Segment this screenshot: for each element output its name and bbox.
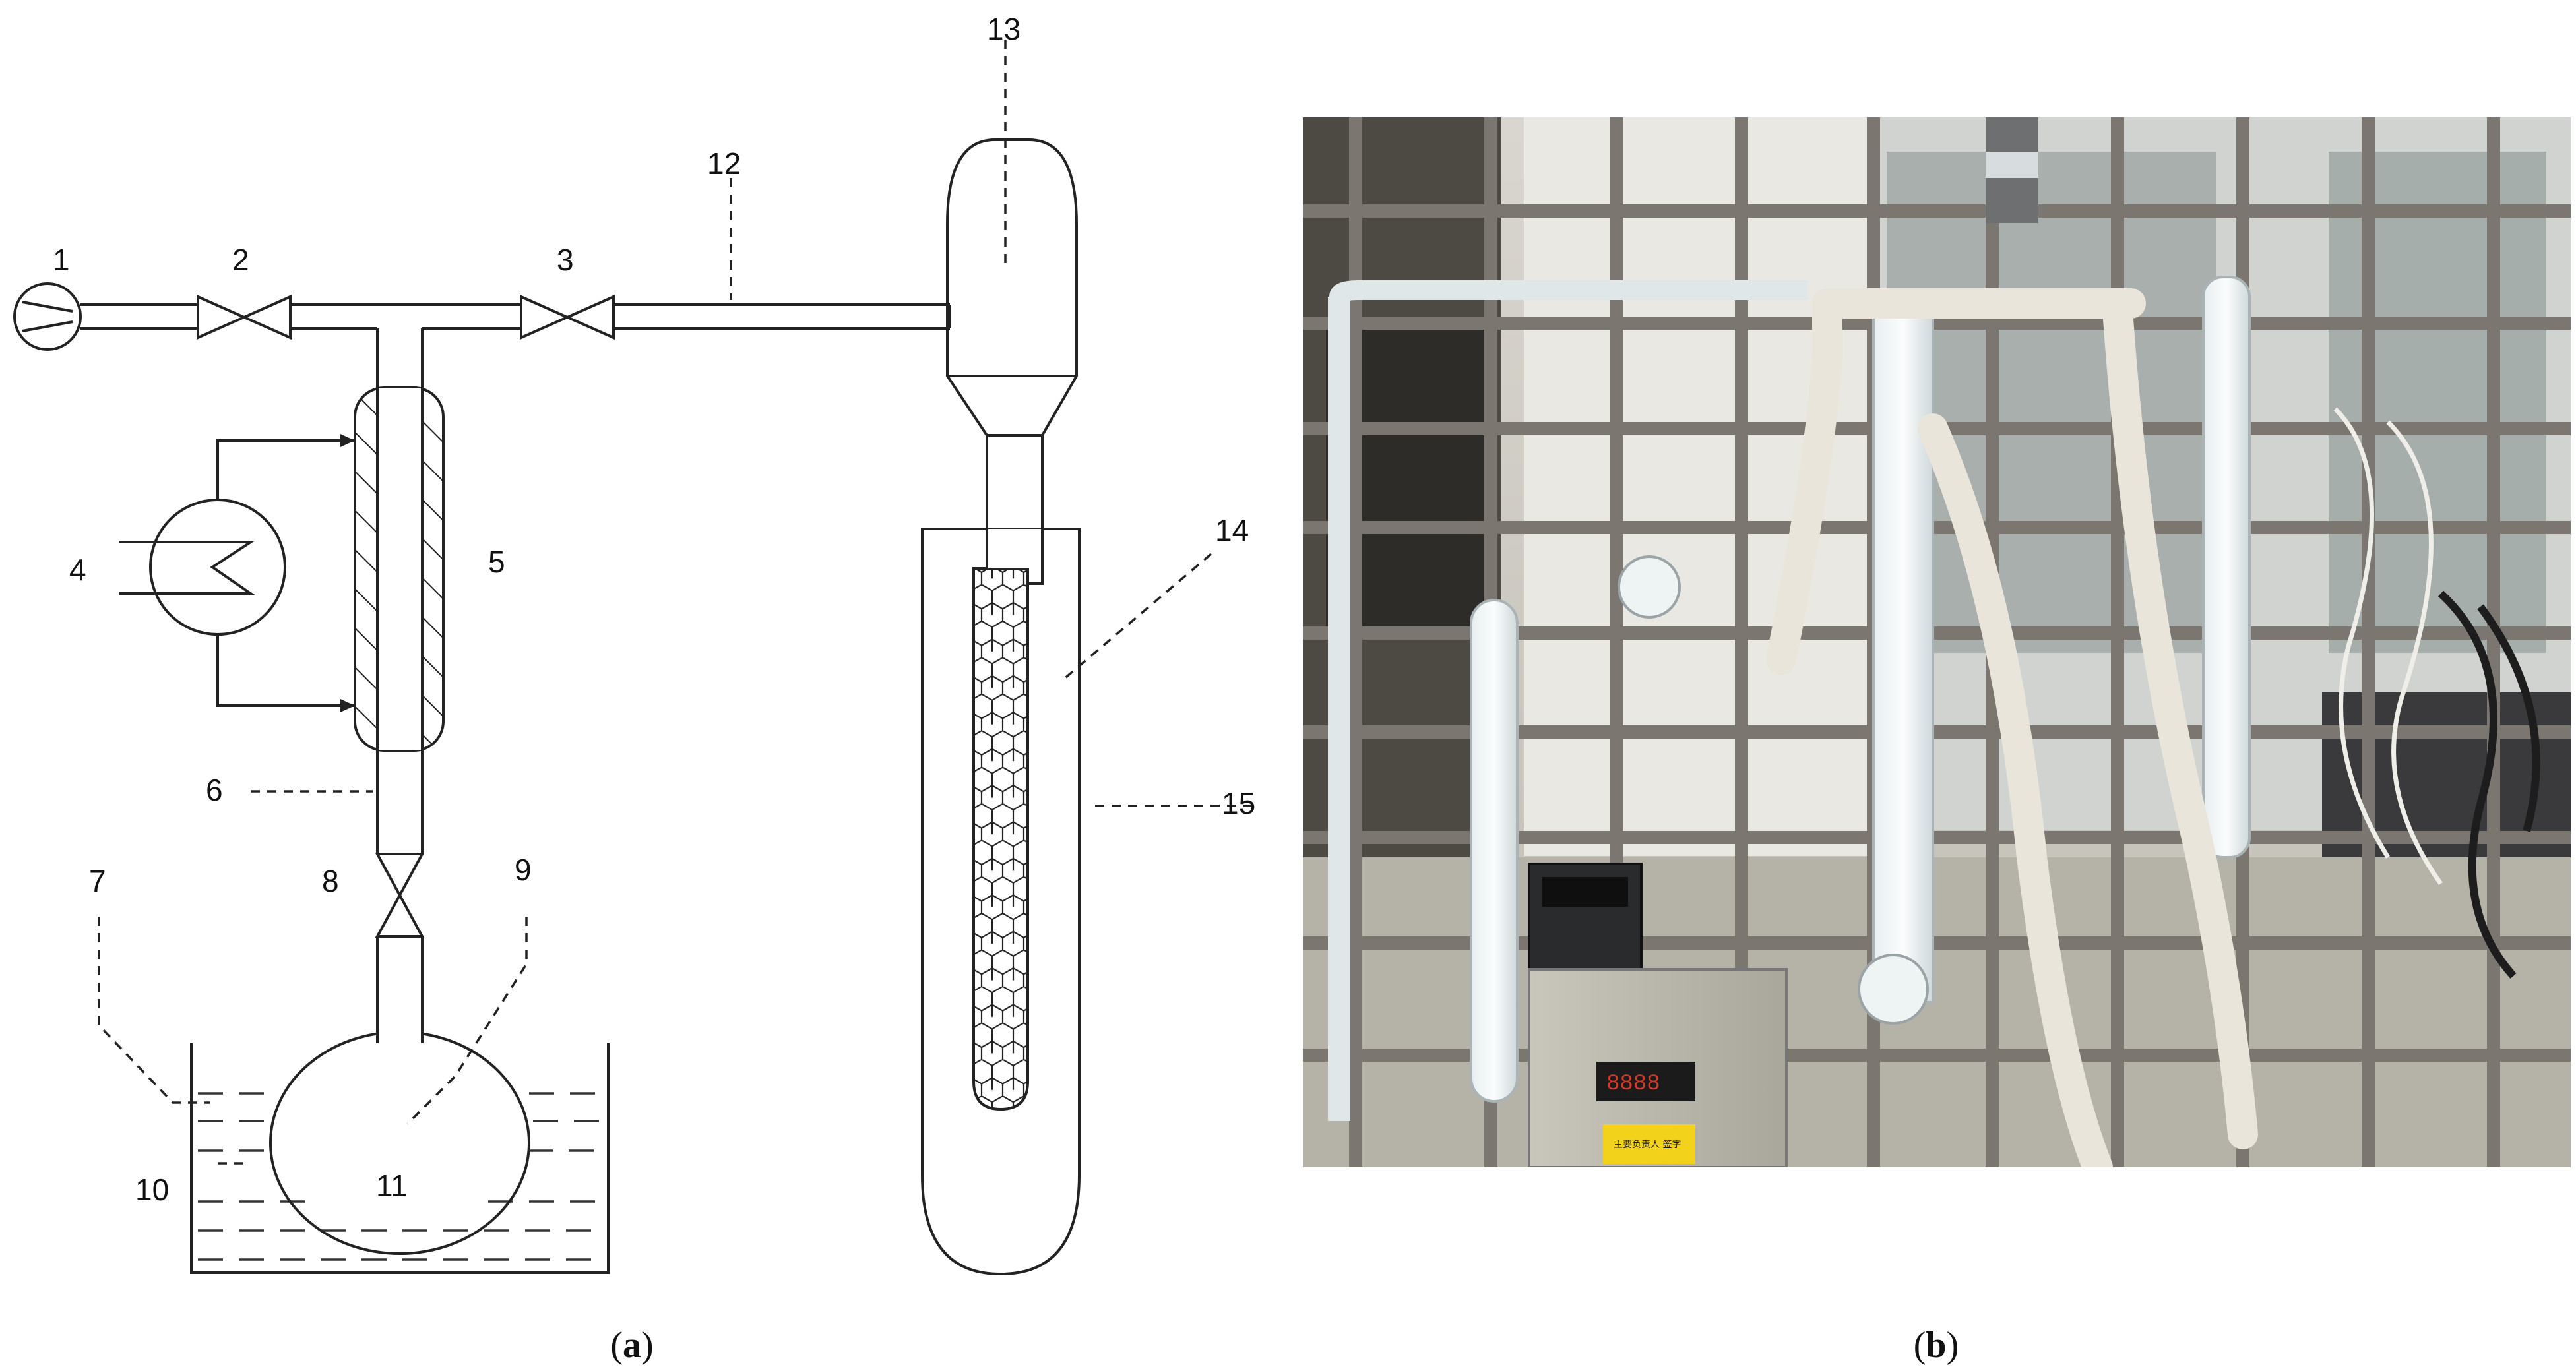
- chiller-icon: [119, 434, 355, 712]
- label-9: 9: [515, 853, 532, 887]
- label-2: 2: [232, 243, 249, 277]
- caption-b-close: ): [1947, 1325, 1959, 1366]
- label-13: 13: [987, 12, 1021, 46]
- caption-a-close: ): [641, 1325, 654, 1366]
- valve-2-icon: [197, 294, 292, 340]
- label-3: 3: [557, 243, 574, 277]
- main-pipe: [80, 303, 950, 330]
- label-15: 15: [1222, 786, 1255, 820]
- temperature-controller: 8888 主要负责人 签字: [1528, 863, 1788, 1167]
- glass-apparatus: [1328, 117, 2251, 1121]
- collection-tube: [946, 138, 1078, 585]
- label-5: 5: [488, 545, 505, 579]
- svg-text:(b): (b): [1914, 1325, 1959, 1366]
- apparatus-photo: 8888 主要负责人 签字: [1303, 117, 2571, 1167]
- round-flask: [269, 1029, 530, 1255]
- insulation-wrap: [1766, 288, 2258, 1167]
- label-1: 1: [53, 243, 70, 277]
- water-bath: [190, 1043, 610, 1274]
- label-8: 8: [322, 864, 339, 898]
- valve-3-icon: [520, 294, 615, 340]
- caption-a-letter: a: [623, 1325, 641, 1366]
- heating-jacket: [921, 528, 1081, 1276]
- label-6: 6: [206, 773, 223, 807]
- svg-text:(a): (a): [610, 1325, 653, 1366]
- label-11: 11: [376, 1169, 408, 1203]
- label-4: 4: [69, 553, 86, 587]
- condenser-jacket: [354, 386, 445, 752]
- label-7: 7: [89, 864, 106, 898]
- leader-lines: [98, 40, 1257, 1165]
- caption-b-open: (: [1914, 1325, 1926, 1366]
- responsible-person-sign: 主要负责人 签字: [1614, 1139, 1681, 1150]
- schematic-panel: 1 2 3 4 5 6 7 8 9 10 11 12 13 14 15: [13, 12, 1257, 1276]
- controller-display: 8888: [1606, 1072, 1660, 1097]
- caption-a-open: (: [610, 1325, 623, 1366]
- label-14: 14: [1215, 513, 1249, 547]
- valve-8-icon: [375, 853, 425, 1043]
- vacuum-pump-icon: [13, 282, 82, 351]
- caption-b-letter: b: [1926, 1325, 1946, 1366]
- caption-a: (a): [610, 1325, 653, 1366]
- caption-b: (b): [1914, 1325, 1959, 1366]
- label-10: 10: [135, 1173, 169, 1207]
- label-12: 12: [707, 146, 741, 181]
